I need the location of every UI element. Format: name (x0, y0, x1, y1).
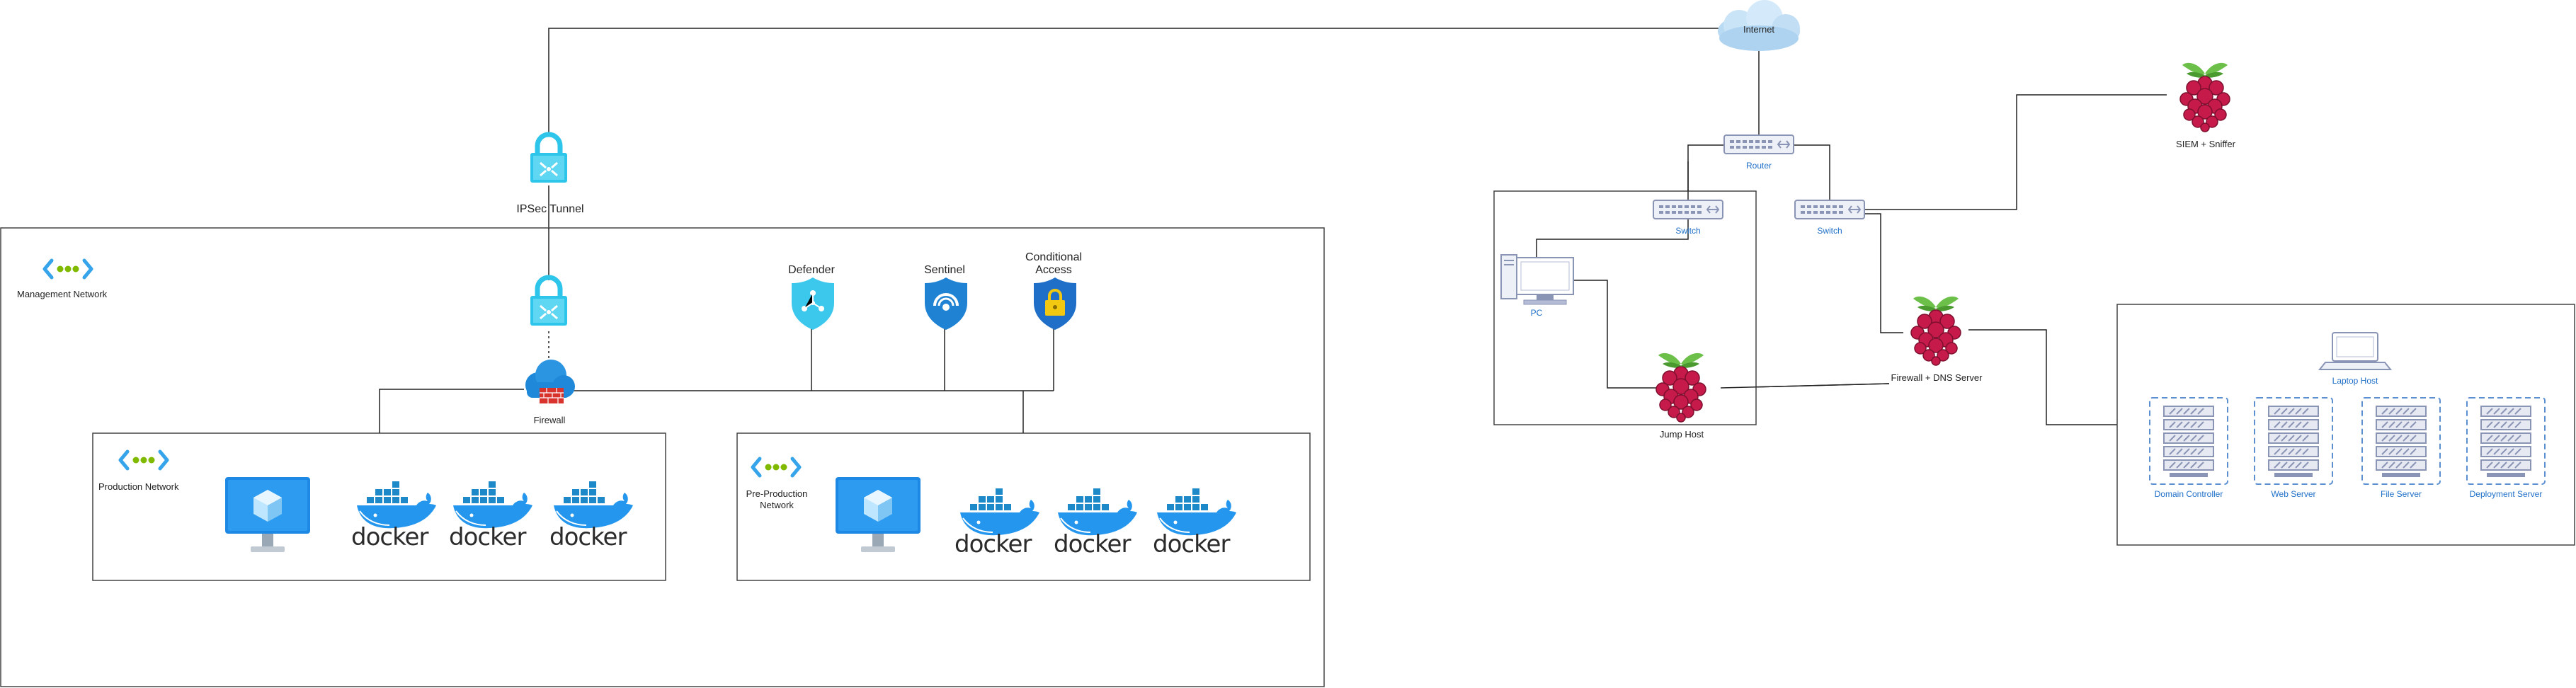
jump-host-node[interactable]: Jump Host (1655, 352, 1706, 440)
pc-node[interactable]: PC (1500, 254, 1574, 318)
web-server-node[interactable]: Web Server (2254, 397, 2333, 499)
shield-icon (792, 277, 834, 330)
wire-pc-jumphost-inner (1573, 280, 1657, 389)
docker-container[interactable]: docker (1153, 488, 1237, 558)
preproduction-network-container (736, 432, 1311, 581)
docker-label: docker (1153, 530, 1230, 558)
raspberry-pi-icon (2179, 62, 2230, 132)
management-network-label: Management Network (17, 289, 108, 299)
switch-right-label: Switch (1817, 226, 1842, 236)
wire-switch-siem (1865, 94, 2167, 210)
docker-label: docker (954, 530, 1032, 558)
shield-icon (925, 277, 967, 330)
docker-label: docker (351, 523, 428, 551)
wire-switch-firewall-dns (1865, 213, 1903, 333)
network-switch-icon (1653, 200, 1723, 219)
jump-host-label: Jump Host (1660, 429, 1704, 440)
vpn-lock-icon (530, 134, 567, 183)
conditional-access-node[interactable]: Conditional Access (1025, 251, 1082, 330)
laptop-icon (2318, 332, 2393, 370)
firewall-label: Firewall (534, 415, 566, 425)
deployment-server-label: Deployment Server (2470, 489, 2543, 499)
defender-label: Defender (788, 264, 835, 276)
router-node[interactable]: Router (1723, 134, 1794, 171)
sentinel-label: Sentinel (924, 264, 965, 276)
raspberry-pi-icon (1910, 296, 1961, 366)
shield-lock-icon (1034, 277, 1076, 330)
server-rack-icon (2361, 397, 2441, 485)
laptop-host-label: Laptop Host (2332, 376, 2378, 386)
docker-label: docker (549, 523, 627, 551)
docker-container[interactable]: docker (449, 481, 533, 551)
router-label: Router (1746, 161, 1772, 171)
firewall-dns-label: Firewall + DNS Server (1891, 372, 1983, 383)
switch-left-node[interactable]: Switch (1653, 200, 1723, 236)
wire-internet-ipsec (548, 28, 1742, 134)
docker-container[interactable]: docker (1054, 488, 1138, 558)
cloud-icon (1718, 0, 1800, 51)
network-switch-icon (1794, 200, 1865, 219)
server-rack-icon (2466, 397, 2546, 485)
server-rack-icon (2149, 397, 2228, 485)
docker-label: docker (449, 523, 526, 551)
wire-firewall-production-inner (379, 389, 524, 433)
firewall-dns-node[interactable]: Firewall + DNS Server (1891, 296, 1983, 383)
sentinel-node[interactable]: Sentinel (924, 264, 967, 330)
siem-node[interactable]: SIEM + Sniffer (2176, 62, 2236, 149)
docker-container[interactable]: docker (954, 488, 1040, 558)
laptop-host-node[interactable]: Laptop Host (2318, 332, 2393, 386)
network-switch-icon (1723, 134, 1794, 154)
server-rack-icon (2254, 397, 2333, 485)
docker-container[interactable]: docker (549, 481, 634, 551)
production-network-label: Production Network (98, 481, 179, 492)
web-server-label: Web Server (2271, 489, 2315, 499)
wire-jumphost-firewall-dns-inner (1720, 383, 1890, 389)
desktop-pc-icon (1500, 254, 1574, 305)
deployment-server-node[interactable]: Deployment Server (2466, 397, 2546, 499)
domain-controller-node[interactable]: Domain Controller (2149, 397, 2228, 499)
home-lab-container (1493, 190, 1757, 425)
firewall-cloud-icon (525, 360, 575, 403)
file-server-node[interactable]: File Server (2361, 397, 2441, 499)
internet-node[interactable]: Internet (1718, 0, 1800, 51)
preproduction-network-label-line2: Network (760, 500, 794, 510)
preproduction-network-label-line1: Pre-Production (746, 488, 808, 499)
defender-node[interactable]: Defender (788, 264, 836, 330)
internet-label: Internet (1743, 24, 1774, 35)
pc-label: PC (1531, 308, 1543, 318)
file-server-label: File Server (2381, 489, 2422, 499)
domain-controller-label: Domain Controller (2155, 489, 2223, 499)
switch-right-node[interactable]: Switch (1794, 200, 1865, 236)
wire-router-switch-right (1794, 144, 1830, 200)
siem-label: SIEM + Sniffer (2176, 139, 2236, 149)
conditional-access-label-line1: Conditional (1025, 251, 1082, 263)
docker-label: docker (1054, 530, 1131, 558)
wire-switch-pc-inner (1536, 219, 1689, 258)
switch-left-label: Switch (1675, 226, 1700, 236)
firewall-node[interactable]: Firewall (525, 360, 575, 425)
docker-container[interactable]: docker (351, 481, 437, 551)
ipsec-tunnel-label: IPSec Tunnel (516, 203, 583, 215)
wire-firewall-dns-lab (1968, 329, 2117, 425)
conditional-access-label-line2: Access (1035, 264, 1072, 276)
ipsec-tunnel-node[interactable]: IPSec Tunnel (516, 134, 584, 215)
